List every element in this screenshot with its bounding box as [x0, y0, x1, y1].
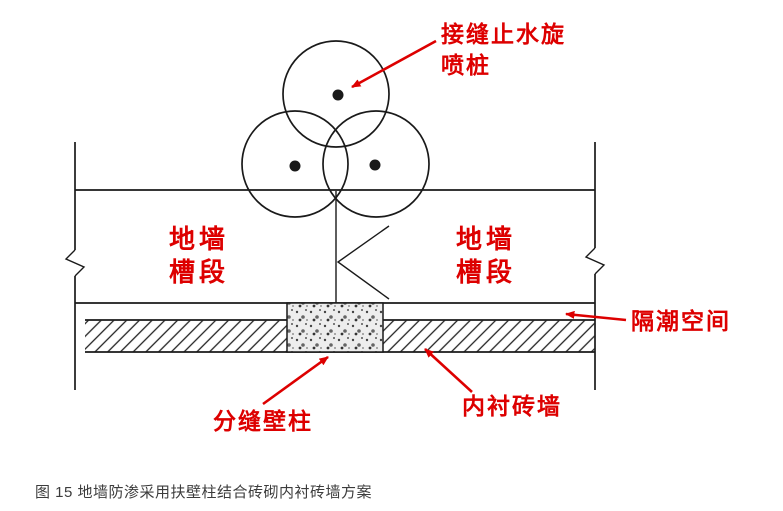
arrow-jet-pile	[351, 39, 437, 89]
label-wall-left-line1: 地墙	[169, 224, 229, 254]
jet-pile-circle-top	[282, 40, 390, 148]
label-pilaster: 分缝壁柱	[213, 408, 313, 434]
label-brick-lining: 内衬砖墙	[462, 393, 562, 419]
figure-caption: 图 15 地墙防渗采用扶壁柱结合砖砌内衬砖墙方案	[35, 484, 373, 501]
brick-lining-hatch-right	[383, 320, 595, 352]
arrow-brick-wall	[424, 348, 473, 393]
wall-left-boundary	[64, 142, 86, 390]
label-wall-right-line2: 槽段	[456, 257, 516, 287]
joint-chevron	[336, 225, 390, 300]
label-jet-pile-line2: 喷桩	[441, 52, 491, 78]
break-symbol-right	[584, 247, 606, 275]
label-jet-pile-line1: 接缝止水旋	[441, 21, 566, 47]
jet-pile-circle-right	[322, 110, 430, 218]
label-wall-right-line1: 地墙	[456, 224, 516, 254]
pile-center-dot-top	[332, 89, 344, 101]
engineering-diagram: 接缝止水旋 喷桩 隔潮空间 分缝壁柱 内衬砖墙 地墙 槽段 地墙 槽段	[64, 21, 731, 434]
pilaster-block	[286, 302, 384, 353]
pile-center-dot-left	[289, 160, 301, 172]
label-wall-left-line2: 槽段	[169, 257, 229, 287]
label-moisture-space: 隔潮空间	[631, 308, 731, 334]
arrow-pilaster	[262, 355, 329, 406]
brick-lining-hatch-left	[85, 320, 287, 352]
arrow-moisture-space	[565, 310, 627, 322]
break-symbol-left	[64, 249, 86, 277]
jet-pile-circle-left	[241, 110, 349, 218]
pile-center-dot-right	[369, 159, 381, 171]
